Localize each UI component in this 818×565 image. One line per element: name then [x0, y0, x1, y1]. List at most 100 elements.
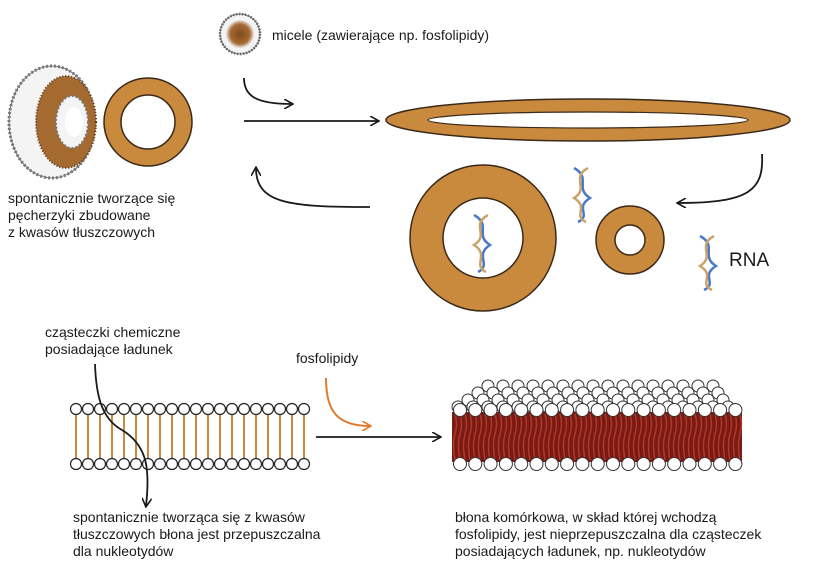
phospholipid-head: [515, 458, 528, 471]
phospholipid-head: [729, 458, 742, 471]
cell-membrane-caption: błona komórkowa, w skład której wchodzą …: [455, 509, 761, 560]
lipid-head-bottom: [239, 459, 250, 470]
lipid-head-bottom: [275, 459, 286, 470]
phospholipid-head: [714, 404, 727, 417]
phospholipid-head: [454, 458, 467, 471]
phospholipid-head: [729, 404, 742, 417]
phospholipid-head: [576, 458, 589, 471]
phospholipid-head: [683, 458, 696, 471]
phospholipid-head: [545, 458, 558, 471]
rna-helix-right: [700, 236, 716, 290]
lipid-head-top: [191, 404, 202, 415]
phospholipids-label: fosfolipidy: [296, 350, 358, 367]
lipid-head-top: [83, 404, 94, 415]
vesicle-ring: [104, 78, 192, 166]
lipid-head-bottom: [215, 459, 226, 470]
lipid-head-top: [71, 404, 82, 415]
fatty-acid-bilayer: [71, 404, 310, 470]
lipid-head-top: [143, 404, 154, 415]
micelles-label: micele (zawierające np. fosfolipidy): [272, 27, 489, 44]
phospholipid-head: [499, 458, 512, 471]
phospholipid-head: [637, 404, 650, 417]
vesicles-label: spontanicznie tworzące się pęcherzyki zb…: [8, 190, 175, 241]
lipid-head-bottom: [71, 459, 82, 470]
phospholipid-head: [530, 404, 543, 417]
phospholipid-head: [591, 458, 604, 471]
lipid-head-bottom: [131, 459, 142, 470]
lipid-head-bottom: [263, 459, 274, 470]
phospholipid-head: [622, 404, 635, 417]
phospholipid-head: [668, 404, 681, 417]
lipid-head-top: [227, 404, 238, 415]
arrow-charged-passage: [95, 364, 148, 506]
arrow-phospholipids: [326, 378, 370, 426]
vesicle-cutaway: [9, 66, 96, 178]
phospholipid-head: [530, 458, 543, 471]
micelle-small: [220, 14, 260, 54]
lipid-head-top: [179, 404, 190, 415]
phospholipid-head: [714, 458, 727, 471]
lipid-head-bottom: [179, 459, 190, 470]
phospholipid-head: [576, 404, 589, 417]
lipid-head-top: [239, 404, 250, 415]
arrow-elongated-to-division: [678, 154, 762, 203]
lipid-head-top: [119, 404, 130, 415]
phospholipid-head: [545, 404, 558, 417]
lipid-head-bottom: [167, 459, 178, 470]
phospholipid-head: [652, 404, 665, 417]
phospholipid-head: [469, 404, 482, 417]
lipid-head-top: [203, 404, 214, 415]
phospholipid-head: [698, 458, 711, 471]
fatty-membrane-caption: spontanicznie tworząca się z kwasów tłus…: [73, 509, 320, 560]
lipid-head-bottom: [119, 459, 130, 470]
phospholipid-head: [591, 404, 604, 417]
lipid-head-bottom: [251, 459, 262, 470]
phospholipid-head: [637, 458, 650, 471]
lipid-head-top: [155, 404, 166, 415]
arrow-return-cycle: [256, 168, 370, 207]
lipid-head-top: [263, 404, 274, 415]
lipid-head-top: [251, 404, 262, 415]
lipid-head-top: [287, 404, 298, 415]
phospholipid-head: [561, 458, 574, 471]
lipid-head-bottom: [227, 459, 238, 470]
lipid-head-bottom: [83, 459, 94, 470]
phospholipid-head: [698, 404, 711, 417]
rna-helix-middle: [574, 168, 590, 222]
lipid-head-top: [299, 404, 310, 415]
phospholipid-head: [484, 404, 497, 417]
lipid-head-bottom: [155, 459, 166, 470]
lipid-head-top: [275, 404, 286, 415]
phospholipid-head: [668, 458, 681, 471]
lipid-head-bottom: [203, 459, 214, 470]
phospholipid-head: [622, 458, 635, 471]
phospholipid-head: [499, 404, 512, 417]
lipid-head-bottom: [107, 459, 118, 470]
lipid-head-bottom: [95, 459, 106, 470]
lipid-head-bottom: [299, 459, 310, 470]
vesicle-small: [596, 206, 664, 274]
phospholipid-head: [484, 458, 497, 471]
phospholipid-head: [515, 404, 528, 417]
phospholipid-head: [652, 458, 665, 471]
lipid-head-top: [167, 404, 178, 415]
lipid-head-top: [131, 404, 142, 415]
lipid-head-bottom: [287, 459, 298, 470]
lipid-head-top: [215, 404, 226, 415]
phospholipid-head: [607, 458, 620, 471]
phospholipid-head: [607, 404, 620, 417]
lipid-head-bottom: [143, 459, 154, 470]
phospholipid-bilayer: [452, 380, 742, 471]
phospholipid-head: [469, 458, 482, 471]
rna-label: RNA: [729, 250, 769, 272]
elongated-vesicle: [386, 99, 790, 141]
phospholipid-head: [454, 404, 467, 417]
phospholipid-head: [683, 404, 696, 417]
lipid-head-bottom: [191, 459, 202, 470]
charged-molecules-label: cząsteczki chemiczne posiadające ładunek: [45, 324, 180, 358]
phospholipid-head: [561, 404, 574, 417]
arrow-micelle-to-ring: [244, 78, 292, 104]
lipid-head-top: [107, 404, 118, 415]
